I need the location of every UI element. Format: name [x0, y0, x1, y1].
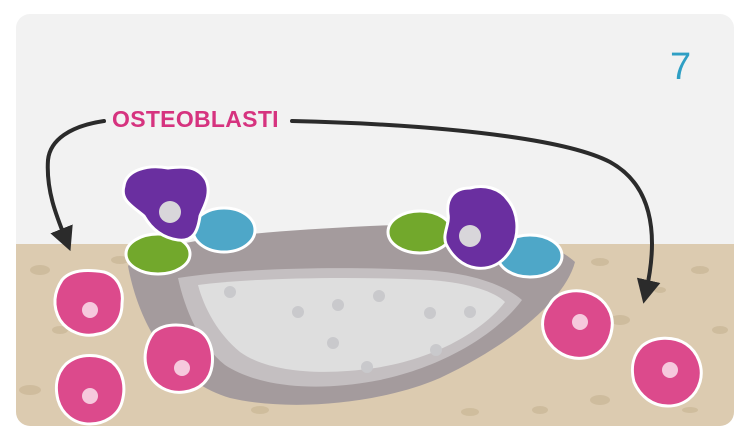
panel-number: 7: [670, 46, 692, 88]
osteoblast-cell: [143, 323, 214, 394]
osteoblast-cell: [541, 289, 614, 360]
arrow-left: [45, 119, 106, 252]
green-cell-right: [386, 209, 454, 255]
pit-particles: [224, 286, 476, 373]
osteoclast-right-nucleus: [459, 225, 481, 247]
osteoblast-cell: [630, 336, 703, 408]
osteoblasts-label: OSTEOBLASTI: [112, 106, 279, 132]
osteoclast-right: [443, 185, 519, 270]
blue-cell-left: [191, 206, 257, 254]
osteoblast-cell: [53, 268, 124, 337]
osteoclast-left-nucleus: [159, 201, 181, 223]
arrow-right: [290, 119, 661, 304]
pit-cavity: [198, 277, 505, 372]
osteoblast-cell: [54, 354, 126, 426]
osteoblast-cells: [53, 268, 703, 426]
green-cell-left: [124, 232, 192, 276]
